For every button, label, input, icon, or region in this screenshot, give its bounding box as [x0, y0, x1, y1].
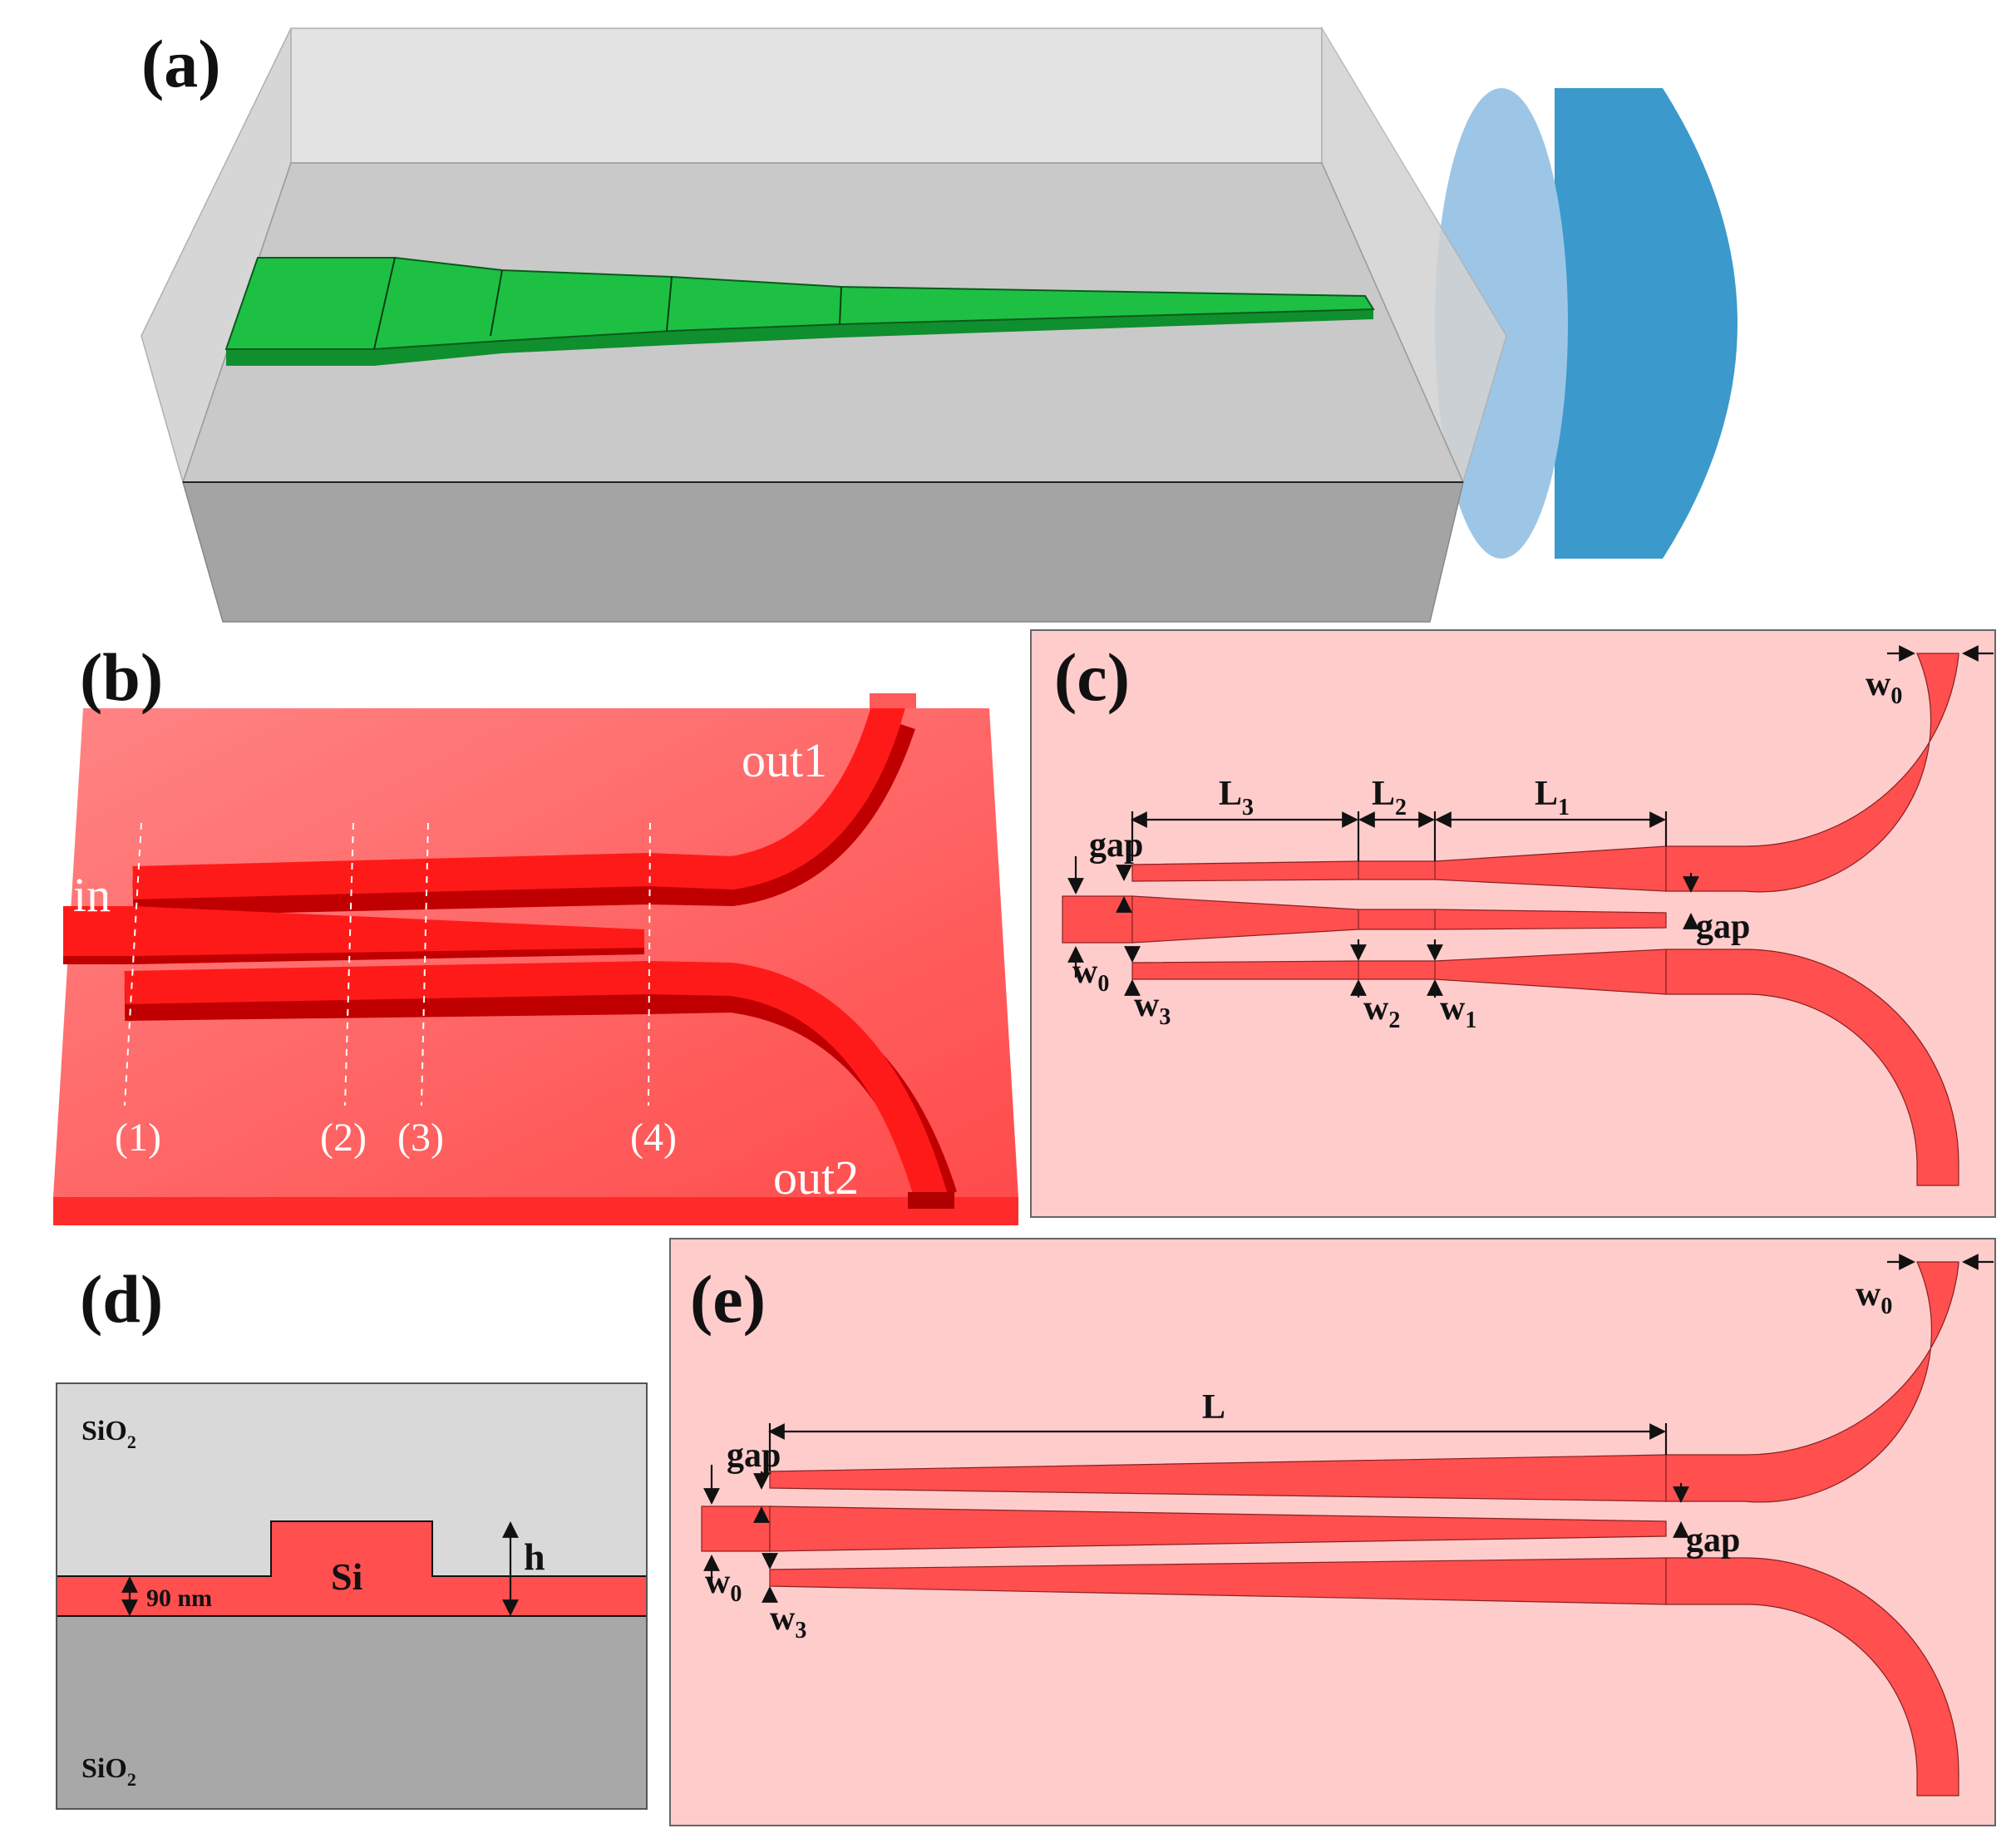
- e-L-label: L: [1202, 1388, 1225, 1427]
- panel-c-label: (c): [1054, 639, 1130, 715]
- input-waveguide: [63, 906, 644, 956]
- c-gap-top-label: gap: [1089, 826, 1143, 865]
- d-oxide-bottom-label: SiO2: [81, 1753, 136, 1790]
- d-si-label: Si: [331, 1555, 363, 1598]
- e-center-taper: [769, 1506, 1667, 1552]
- port-out2-label: out2: [773, 1151, 859, 1205]
- c-upper-bend: [1665, 653, 1959, 893]
- port-in-label: in: [73, 868, 111, 922]
- lower-arm: [124, 960, 948, 1202]
- e-w3-label: w3: [770, 1599, 806, 1643]
- panel-e-label: (e): [690, 1261, 766, 1337]
- upper-arm: [132, 697, 906, 899]
- panel-b-label: (b): [80, 639, 163, 715]
- panel-c: L3 L2 L1 gap gap w0 w0 w3 w2 w1 (c): [1030, 629, 1996, 1218]
- d-slab-label: 90 nm: [146, 1584, 212, 1612]
- c-w1-label: w1: [1440, 989, 1476, 1033]
- c-L2-label: L2: [1372, 775, 1407, 821]
- e-input-stub: [701, 1506, 771, 1552]
- c-gap-bottom-label: gap: [1696, 908, 1750, 946]
- cut-label-4: (4): [630, 1116, 677, 1160]
- d-oxide-top-label: SiO2: [81, 1416, 136, 1452]
- cut-label-1: (1): [115, 1116, 161, 1160]
- c-w3-label: w3: [1134, 986, 1171, 1030]
- d-height-label: h: [524, 1535, 545, 1578]
- e-w0-left-label: w0: [705, 1563, 742, 1607]
- e-w0-top-label: w0: [1856, 1275, 1892, 1319]
- c-L1-label: L1: [1535, 775, 1570, 821]
- si-ridge: [56, 1520, 648, 1617]
- c-w0-top-label: w0: [1866, 665, 1902, 709]
- panel-d: SiO2 SiO2 Si 90 nm h (d): [56, 1261, 648, 1810]
- c-input-stub: [1062, 895, 1133, 944]
- cut-label-2: (2): [320, 1116, 367, 1160]
- panel-b: (1) (2) (3) (4) in out1 out2 (b): [53, 639, 1018, 1225]
- panel-a-label: (a): [141, 26, 221, 101]
- e-gap-bottom-label: gap: [1686, 1521, 1740, 1560]
- e-upper-bend: [1665, 1261, 1959, 1503]
- e-gap-top-label: gap: [727, 1437, 781, 1475]
- c-w0-left-label: w0: [1072, 953, 1109, 997]
- c-L3-label: L3: [1219, 775, 1254, 821]
- c-w2-label: w2: [1363, 989, 1400, 1033]
- panel-e: L gap gap w0 w0 w3 (e): [669, 1238, 1996, 1826]
- panel-d-label: (d): [80, 1261, 163, 1337]
- optical-fiber: [1435, 88, 1738, 559]
- panel-a: (a): [140, 26, 1738, 623]
- c-center-taper: [1131, 895, 1667, 944]
- c-lower-bend: [1665, 949, 1959, 1186]
- e-lower-bend: [1665, 1557, 1959, 1796]
- port-out1-label: out1: [742, 733, 827, 787]
- cut-label-3: (3): [397, 1116, 444, 1160]
- mode-converter-taper: [224, 257, 1375, 366]
